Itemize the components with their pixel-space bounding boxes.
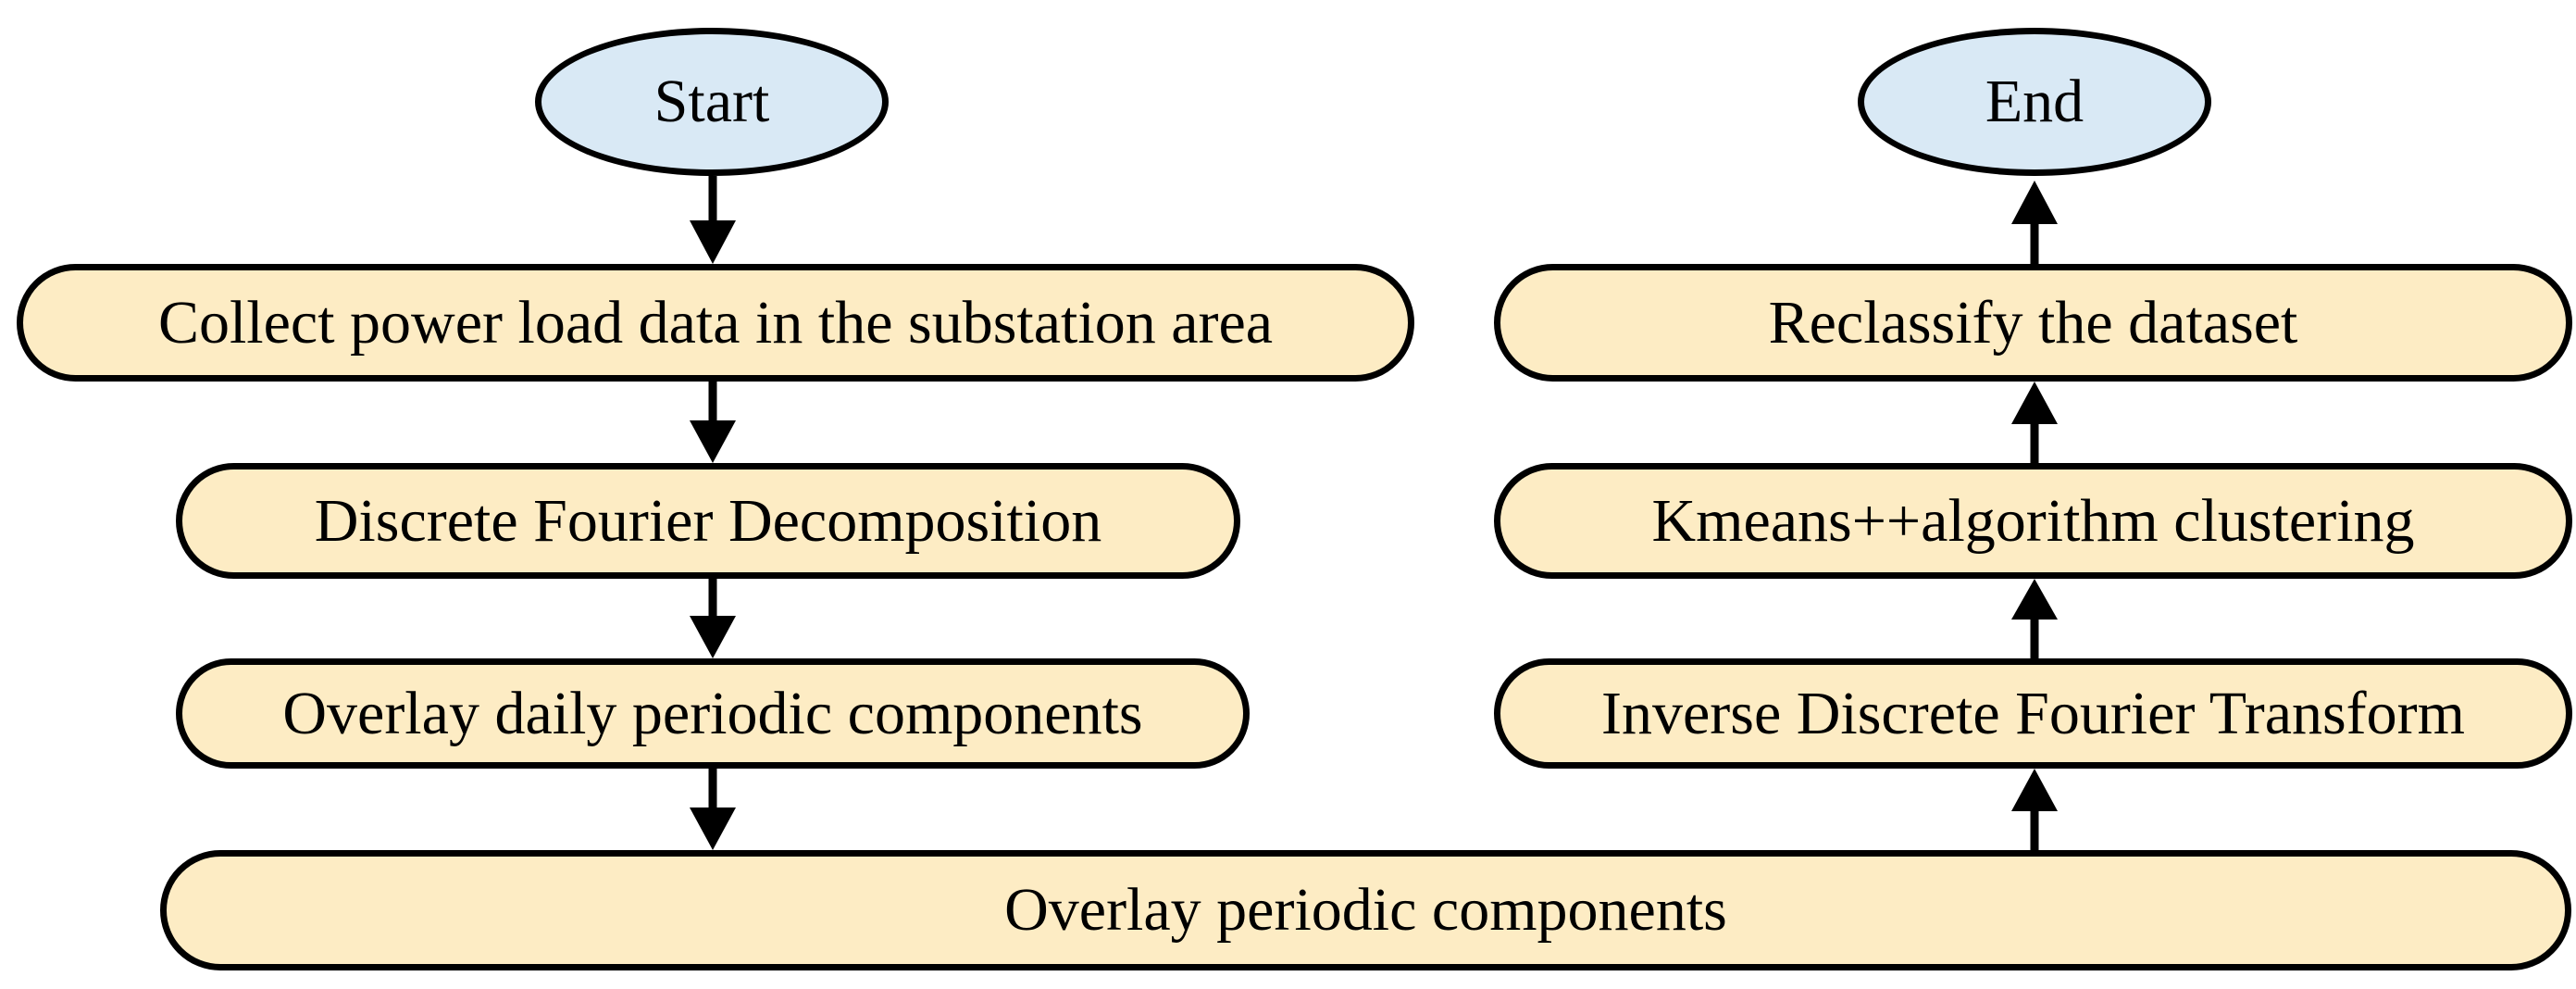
arrow-start-to-collect bbox=[690, 176, 736, 264]
idft-step: Inverse Discrete Fourier Transform bbox=[1494, 658, 2572, 769]
kmeans-label: Kmeans++algorithm clustering bbox=[1651, 486, 2415, 555]
arrow-kmeans-to-reclassify bbox=[2011, 382, 2058, 463]
overlay-periodic-step: Overlay periodic components bbox=[160, 850, 2571, 970]
overlay-periodic-label: Overlay periodic components bbox=[1004, 876, 1727, 944]
end-terminal: End bbox=[1858, 28, 2211, 176]
dft-step: Discrete Fourier Decomposition bbox=[176, 463, 1240, 579]
reclassify-label: Reclassify the dataset bbox=[1768, 288, 2298, 357]
arrow-idft-to-kmeans bbox=[2011, 579, 2058, 658]
collect-data-step: Collect power load data in the substatio… bbox=[17, 264, 1414, 382]
end-label: End bbox=[1985, 68, 2084, 135]
overlay-daily-label: Overlay daily periodic components bbox=[282, 679, 1143, 747]
dft-label: Discrete Fourier Decomposition bbox=[314, 486, 1102, 555]
reclassify-step: Reclassify the dataset bbox=[1494, 264, 2572, 382]
overlay-daily-step: Overlay daily periodic components bbox=[176, 658, 1250, 769]
arrow-overlay-daily-to-overlay-periodic bbox=[690, 769, 736, 850]
arrow-collect-to-dft bbox=[690, 382, 736, 463]
collect-data-label: Collect power load data in the substatio… bbox=[157, 288, 1274, 357]
idft-label: Inverse Discrete Fourier Transform bbox=[1601, 679, 2465, 747]
start-label: Start bbox=[653, 68, 770, 135]
start-terminal: Start bbox=[535, 28, 889, 176]
kmeans-step: Kmeans++algorithm clustering bbox=[1494, 463, 2572, 579]
arrow-overlay-periodic-to-idft bbox=[2011, 769, 2058, 850]
arrow-dft-to-overlay-daily bbox=[690, 579, 736, 658]
arrow-reclassify-to-end bbox=[2011, 181, 2058, 264]
